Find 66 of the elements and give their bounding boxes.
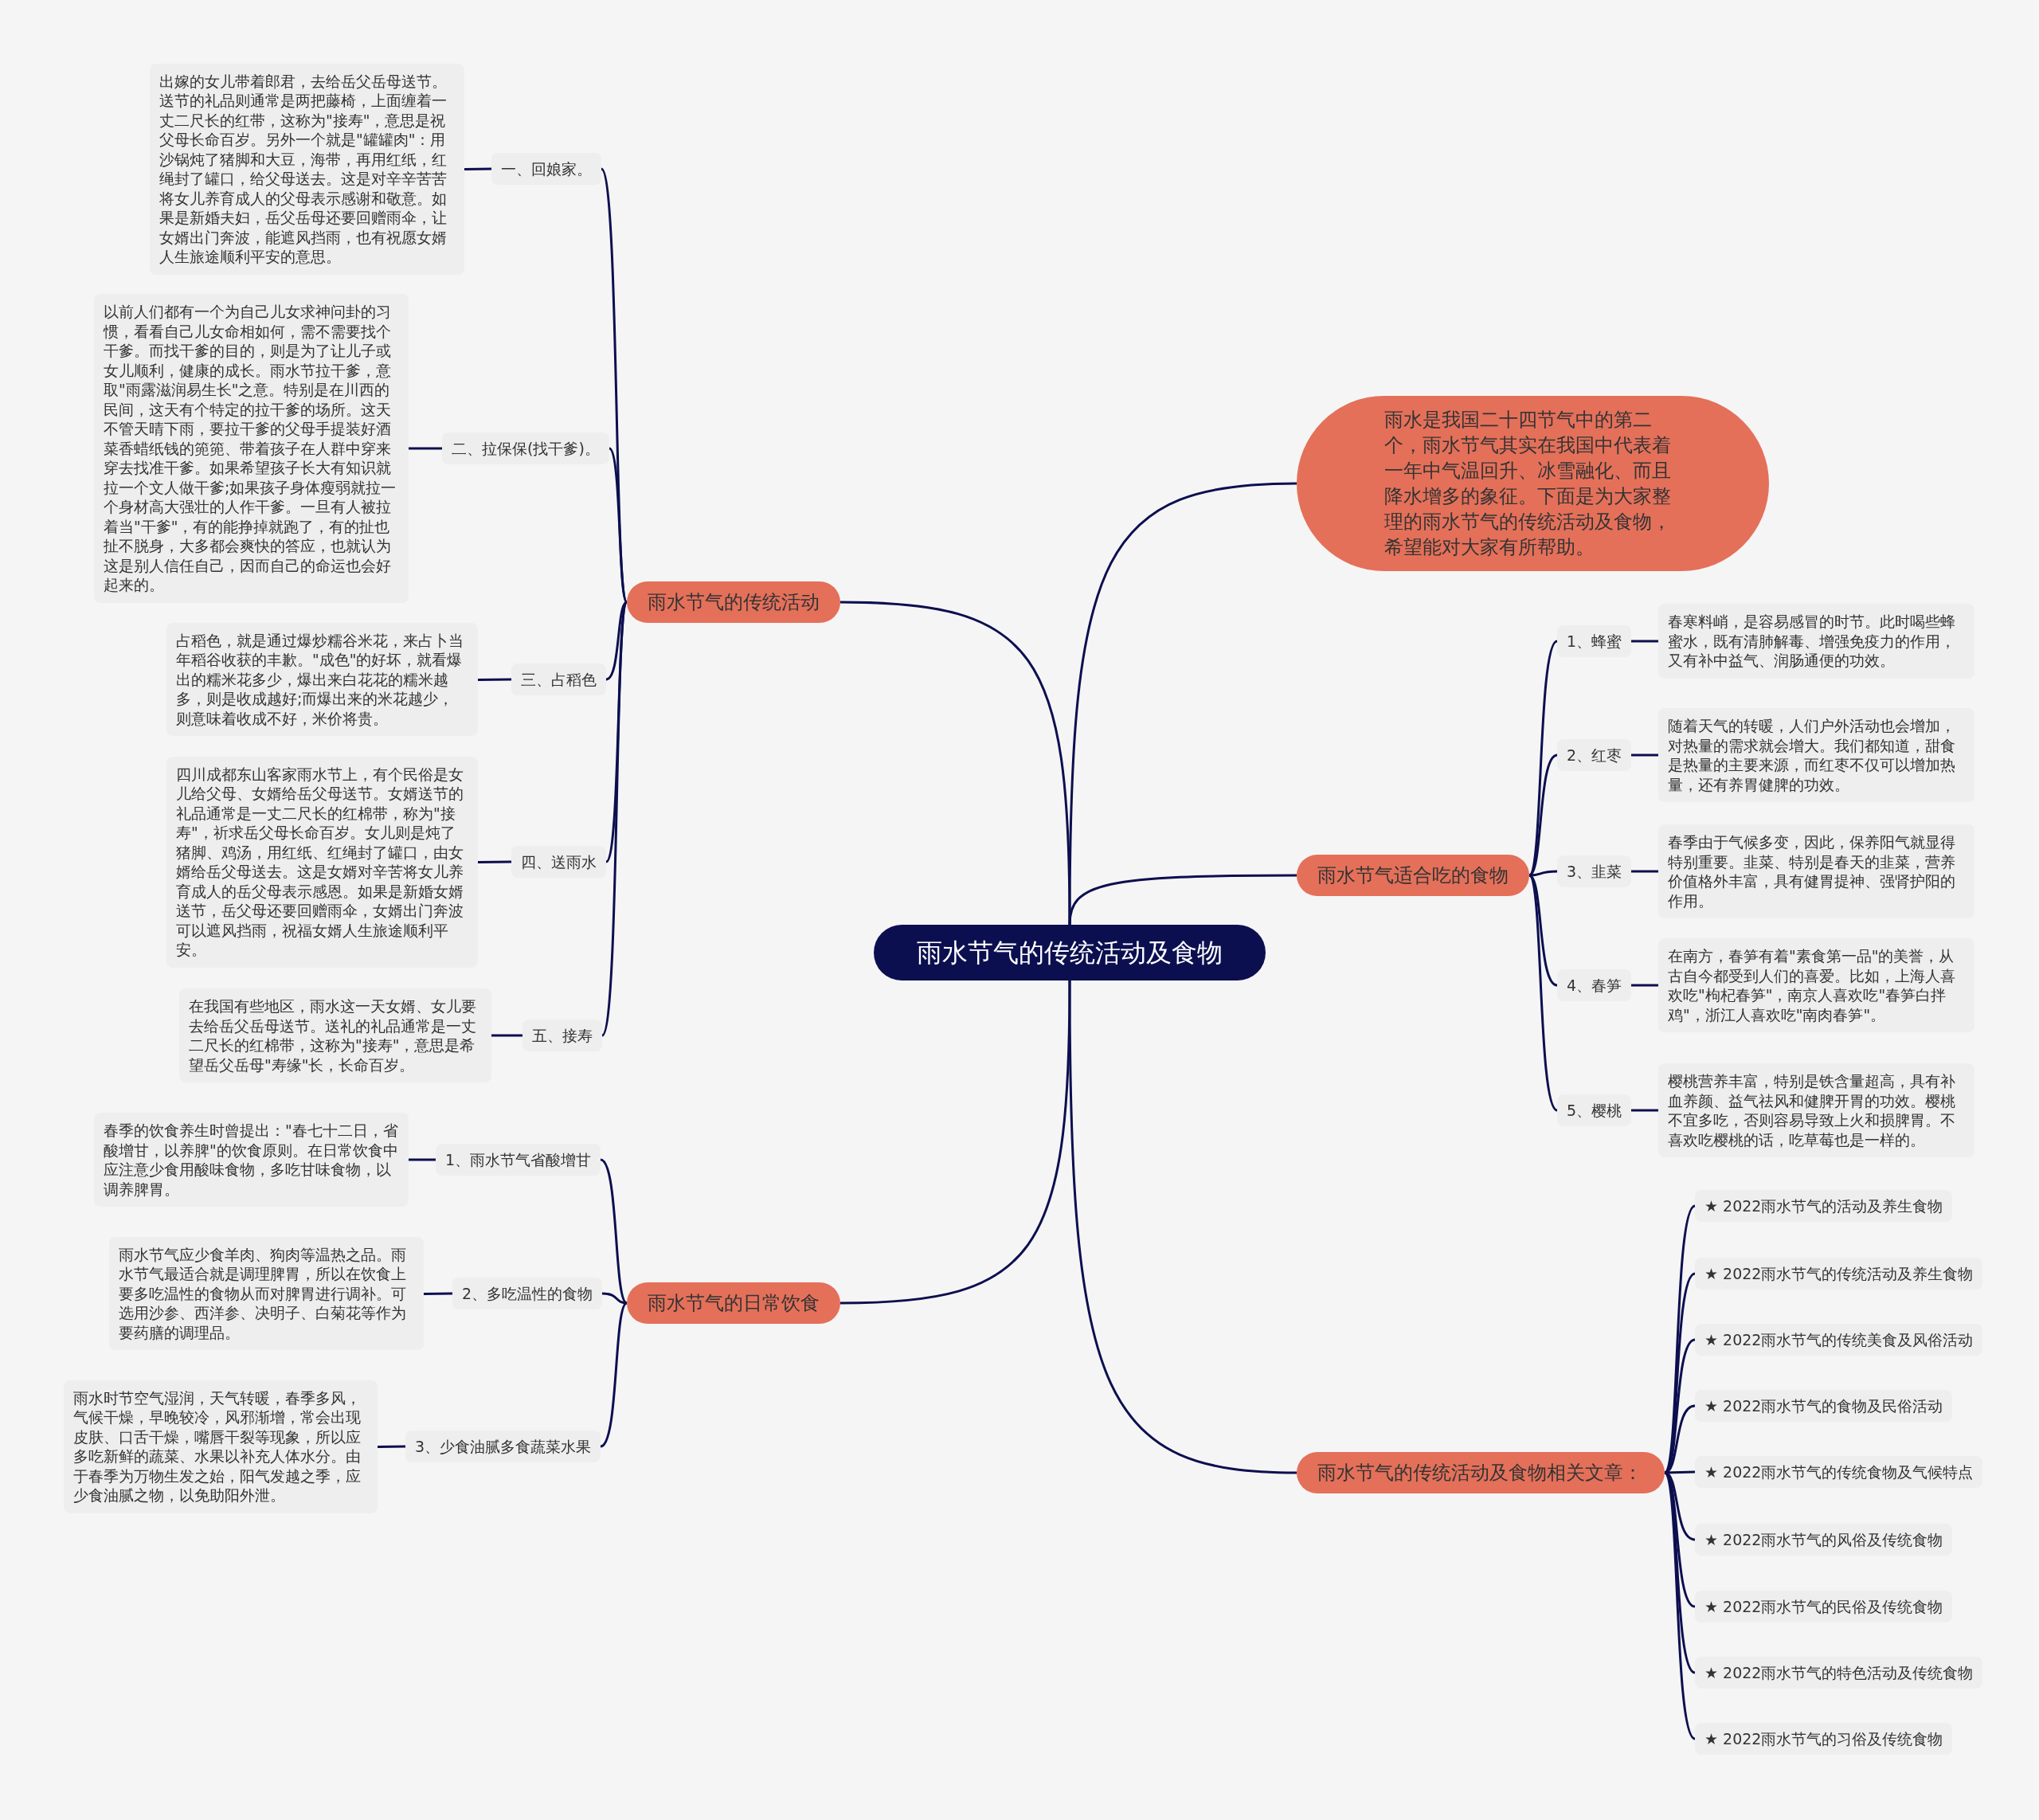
connector-line: [478, 860, 511, 863]
article-link-box: ★ 2022雨水节气的习俗及传统食物: [1695, 1723, 1953, 1755]
subtopic-box: 4、春笋: [1557, 969, 1632, 1001]
article-link-box: ★ 2022雨水节气的特色活动及传统食物: [1695, 1657, 1983, 1689]
subtopic-box: 三、占稻色: [511, 663, 606, 695]
note-box: 四川成都东山客家雨水节上，有个民俗是女儿给父母、女婿给岳父母送节。女婿送节的礼品通常是一丈二尺长的红棉带，称为"接寿"，祈求岳父母长命百岁。女儿则是炖了猪脚、鸡汤，用红纸、红绳封了罐口，由女婿给岳父母送去。这是女婿对辛苦将女儿养育成人的岳父母表示感恩。如果是新婚女婿送节，岳父母还要回赠雨伞，女婿出门奔波可以遮风挡雨，祝福女婿人生旅途顺利平安。: [166, 756, 478, 968]
connector-line: [1663, 1272, 1696, 1474]
connector-line: [1068, 874, 1297, 926]
article-link-box: ★ 2022雨水节气的风俗及传统食物: [1695, 1524, 1953, 1556]
connector-line: [600, 1301, 628, 1448]
subtopic-box: 1、雨水节气省酸增甘: [436, 1144, 601, 1176]
branch-pill: 雨水节气的日常饮食: [627, 1282, 840, 1324]
note-box: 占稻色，就是通过爆炒糯谷米花，来占卜当年稻谷收获的丰歉。"成色"的好坏，就看爆出的糯米花多少，爆出来白花花的糯米越多，则是收成越好;而爆出来的米花越少，则意味着收成不好，米价将贵。: [166, 622, 478, 736]
connector-line: [1528, 875, 1559, 1112]
connector-line: [605, 601, 628, 681]
connector-line: [1631, 640, 1658, 643]
note-box: 春寒料峭，是容易感冒的时节。此时喝些蜂蜜水，既有清肺解毒、增强免疫力的作用，又有补中益气、润肠通便的功效。: [1658, 604, 1974, 679]
note-box: 在南方，春笋有着"素食第一品"的美誉，从古自今都受到人们的喜爱。比如，上海人喜欢吃"枸杞春笋"，南京人喜欢吃"春笋白拌鸡"，浙江人喜欢吃"南肉春笋"。: [1658, 938, 1974, 1032]
connector-line: [377, 1445, 406, 1448]
connector-line: [464, 167, 492, 170]
connector-line: [1068, 980, 1297, 1474]
connector-line: [478, 678, 511, 681]
subtopic-box: 2、红枣: [1557, 739, 1632, 771]
connector-line: [1631, 1109, 1658, 1112]
connector-line: [409, 447, 442, 450]
connector-line: [839, 980, 1071, 1305]
subtopic-box: 四、送雨水: [511, 846, 606, 878]
subtopic-box: 3、少食油腻多食蔬菜水果: [405, 1431, 601, 1462]
subtopic-box: 2、多吃温性的食物: [452, 1278, 603, 1309]
connector-line: [1631, 870, 1658, 873]
note-box: 春季由于气候多变，因此，保养阳气就显得特别重要。韭菜、特别是春天的韭菜，营养价值格外丰富，具有健胃提神、强肾护阳的作用。: [1658, 824, 1974, 918]
note-box: 雨水节气应少食羊肉、狗肉等温热之品。雨水节气最适合就是调理脾胃，所以在饮食上要多吃温性的食物从而对脾胃进行调补。可选用沙参、西洋参、决明子、白菊花等作为要药膳的调理品。: [109, 1236, 424, 1350]
connector-line: [839, 601, 1071, 925]
article-link-box: ★ 2022雨水节气的活动及养生食物: [1695, 1190, 1953, 1222]
note-box: 出嫁的女儿带着郎君，去给岳父岳母送节。送节的礼品则通常是两把藤椅，上面缠着一丈二尺长的红带，这称为"接寿"，意思是祝父母长命百岁。另外一个就是"罐罐肉"：用沙锅炖了猪脚和大豆，海带，再用红纸，红绳封了罐口，给父母送去。这是对辛辛苦苦将女儿养育成人的父母表示感谢和敬意。如果是新婚夫妇，岳父岳母还要回赠雨伞，让女婿出门奔波，能遮风挡雨，也有祝愿女婿人生旅途顺利平安的意思。: [150, 63, 464, 275]
article-link-box: ★ 2022雨水节气的传统活动及养生食物: [1695, 1258, 1983, 1290]
article-link-box: ★ 2022雨水节气的食物及民俗活动: [1695, 1390, 1953, 1422]
article-link-box: ★ 2022雨水节气的传统美食及风俗活动: [1695, 1324, 1983, 1356]
subtopic-box: 五、接寿: [522, 1020, 602, 1051]
note-box: 在我国有些地区，雨水这一天女婿、女儿要去给岳父岳母送节。送礼的礼品通常是一丈二尺长的红棉带，这称为"接寿"，意思是希望岳父岳母"寿缘"长，长命百岁。: [179, 988, 491, 1082]
branch-pill: 雨水节气适合吃的食物: [1297, 855, 1529, 896]
branch-pill: 雨水节气的传统活动: [627, 581, 840, 623]
article-link-box: ★ 2022雨水节气的传统食物及气候特点: [1695, 1456, 1983, 1488]
article-link-box: ★ 2022雨水节气的民俗及传统食物: [1695, 1591, 1953, 1622]
note-box: 以前人们都有一个为自己儿女求神问卦的习惯，看看自己儿女命相如何，需不需要找个干爹。而找干爹的目的，则是为了让儿子或女儿顺利，健康的成长。雨水节拉干爹，意取"雨露滋润易生长"之意。特别是在川西的民间，这天有个特定的拉干爹的场所。这天不管天晴下雨，要拉干爹的父母手提装好酒菜香蜡纸钱的篼篼、带着孩子在人群中穿来穿去找准干爹。如果希望孩子长大有知识就拉一个文人做干爹;如果孩子身体瘦弱就拉一个身材高大强壮的人作干爹。一旦有人被拉着当"干爹"，有的能挣掉就跑了，有的扯也扯不脱身，大多都会爽快的答应，也就认为这是别人信任自己，因而自己的命运也会好起来的。: [94, 294, 409, 603]
connector-line: [1528, 874, 1558, 987]
connector-line: [409, 1158, 436, 1161]
note-box: 雨水时节空气湿润，天气转暖，春季多风，气候干燥，早晚较冷，风邪渐增，常会出现皮肤、口舌干燥，嘴唇干裂等现象，所以应多吃新鲜的蔬菜、水果以补充人体水分。由于春季为万物生发之始，阳气发越之季，应少食油腻之物，以免助阳外泄。: [64, 1380, 378, 1513]
connector-line: [1631, 984, 1658, 987]
central-topic: 雨水节气的传统活动及食物: [874, 925, 1266, 980]
subtopic-box: 5、樱桃: [1557, 1094, 1632, 1126]
connector-line: [1663, 1472, 1697, 1740]
subtopic-box: 1、蜂蜜: [1557, 625, 1632, 657]
connector-line: [1631, 753, 1658, 757]
topic-pill: 雨水是我国二十四节气中的第二个，雨水节气其实在我国中代表着一年中气温回升、冰雪融化、而且降水增多的象征。下面是为大家整理的雨水节气的传统活动及食物，希望能对大家有所帮助。: [1297, 396, 1769, 571]
note-box: 春季的饮食养生时曾提出："春七十二日，省酸增甘，以养脾"的饮食原则。在日常饮食中应注意少食用酸味食物，多吃甘味食物，以调养脾胃。: [94, 1113, 409, 1207]
subtopic-box: 一、回娘家。: [491, 153, 601, 185]
branch-pill: 雨水节气的传统活动及食物相关文章：: [1297, 1452, 1665, 1493]
connector-line: [1528, 640, 1559, 876]
note-box: 樱桃营养丰富，特别是铁含量超高，具有补血养颜、益气祛风和健脾开胃的功效。樱桃不宜多吃，否则容易导致上火和损脾胃。不喜欢吃樱桃的话，吃草莓也是一样的。: [1658, 1063, 1974, 1157]
subtopic-box: 3、韭菜: [1557, 855, 1632, 887]
subtopic-box: 二、拉保保(找干爹)。: [442, 432, 609, 464]
connector-line: [491, 1034, 522, 1037]
note-box: 随着天气的转暖，人们户外活动也会增加，对热量的需求就会增大。我们都知道，甜食是热量的主要来源，而红枣不仅可以增加热量，还有养胃健脾的功效。: [1658, 708, 1974, 802]
connector-line: [608, 448, 628, 603]
connector-line: [423, 1292, 453, 1295]
